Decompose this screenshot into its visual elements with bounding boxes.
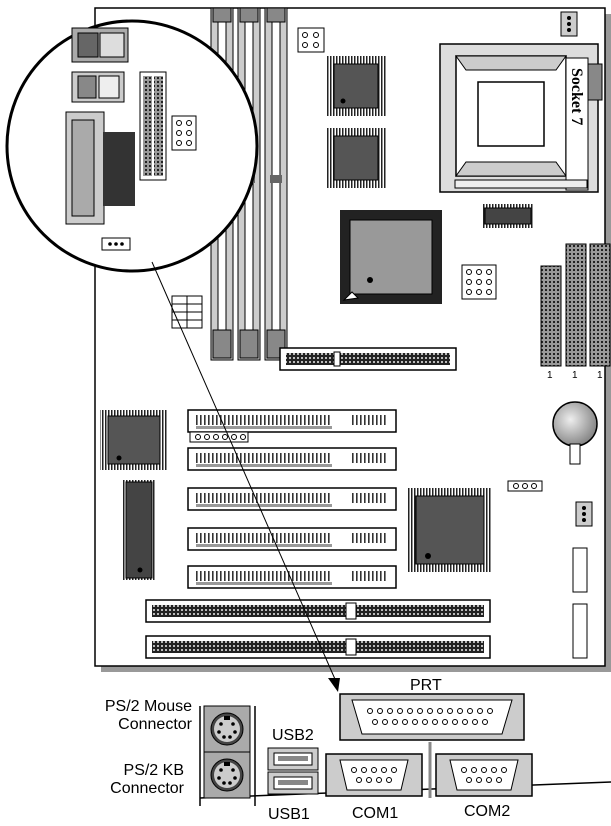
com1-port: [325, 753, 423, 797]
cpu-socket: [439, 43, 603, 193]
jumper-mid: [461, 264, 497, 300]
pci-slots: [187, 409, 397, 589]
ps2-kb-label: PS/2 KB Connector: [98, 762, 184, 798]
zoom-parallel-serial: [65, 111, 135, 225]
zoom-fan-connector: [101, 237, 131, 251]
usb1-port: [267, 771, 319, 795]
chip-small-right: [483, 204, 533, 228]
fan-connector-top: [560, 11, 578, 37]
jumper-pci: [189, 431, 249, 443]
ide-connectors: [540, 243, 611, 367]
com2-port: [435, 753, 533, 797]
zoom-ps2-ports: [71, 27, 129, 63]
ps2-kb-label-line2: Connector: [110, 780, 184, 797]
isa-slots: [145, 599, 491, 659]
battery: [552, 401, 598, 465]
socket-label: Socket 7: [568, 68, 585, 125]
chip-upper-1: [326, 56, 386, 116]
chip-upper-2: [326, 128, 386, 188]
com1-label: COM1: [352, 805, 399, 822]
ps2-kb-label-line1: PS/2 KB: [123, 762, 184, 779]
jumper-top: [297, 27, 325, 53]
ps2-mouse-label: PS/2 Mouse Connector: [98, 698, 192, 734]
zoom-circle: [5, 19, 259, 273]
usb1-label: USB1: [268, 806, 310, 823]
zoom-usb-ports: [71, 71, 125, 103]
zoom-atx-power: [139, 71, 167, 181]
usb2-label: USB2: [272, 727, 314, 744]
ide-pin1-label: 1: [572, 370, 578, 381]
agp-slot: [279, 347, 457, 371]
prt-label: PRT: [410, 677, 442, 694]
ps2-mouse-label-line2: Connector: [118, 716, 192, 733]
com2-label: COM2: [464, 803, 511, 820]
parallel-port: [339, 693, 525, 741]
jumper-right-mid: [507, 480, 543, 492]
chip-left: [100, 410, 168, 470]
pin-headers-right: [572, 547, 588, 659]
zoom-jumper: [171, 115, 197, 151]
ps2-keyboard-port: [203, 751, 251, 799]
bios-chip: [122, 480, 156, 580]
chip-superio: [408, 488, 492, 572]
ps2-mouse-port: [203, 705, 251, 753]
ide-pin1-label: 1: [547, 370, 553, 381]
ide-pin1-label: 1: [597, 370, 603, 381]
ps2-mouse-label-line1: PS/2 Mouse: [104, 698, 192, 715]
leader-line: [151, 261, 340, 692]
fan-connector-right: [575, 501, 593, 527]
usb2-port: [267, 747, 319, 771]
chipset-main: [340, 210, 442, 304]
jumper-block-left: [171, 295, 203, 329]
